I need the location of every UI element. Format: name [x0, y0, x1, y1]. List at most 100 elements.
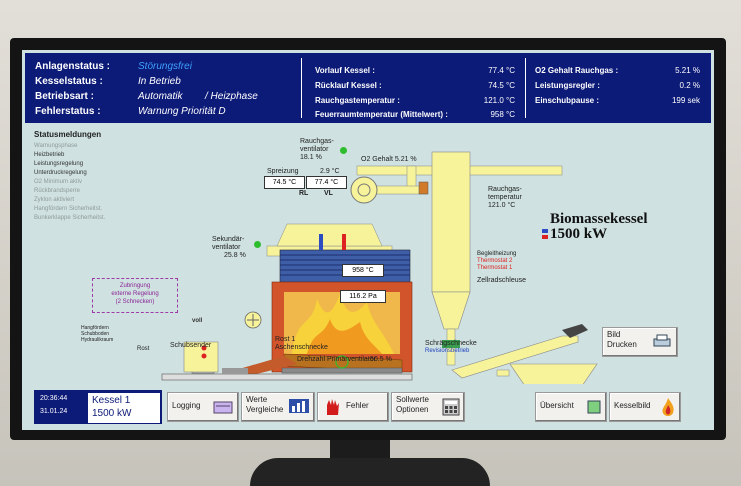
- clock-date: 31.01.24: [40, 408, 68, 415]
- ruecklauf-kessel-label: Rücklauf Kessel :: [315, 81, 382, 90]
- bild-drucken-label-1: Bild: [607, 330, 621, 339]
- vorlauf-kessel-label: Vorlauf Kessel :: [315, 66, 375, 75]
- bild-drucken-label-2: Drucken: [607, 340, 637, 349]
- aschenschnecke: [281, 367, 403, 374]
- fuel-bunker: [183, 341, 219, 373]
- logging-icon: [213, 401, 233, 414]
- rost-small-label: Rost: [137, 346, 150, 352]
- rauchgastemperatur-label: Rauchgastemperatur :: [315, 96, 400, 105]
- anlagenstatus-value: Störungsfrei: [138, 61, 192, 72]
- sollwerte-label-2: Optionen: [396, 405, 429, 414]
- schubsender-rail: [161, 373, 413, 381]
- schubsender-label: Schubsender: [170, 342, 212, 349]
- feuerraumtemperatur-label: Feuerraumtemperatur (Mittelwert) :: [315, 110, 448, 119]
- feuerraum-temp-box: 958 °C: [342, 264, 384, 277]
- kesselstatus-value: In Betrieb: [138, 76, 181, 87]
- status-item: Heizbetrieb: [34, 152, 65, 158]
- rauchgasventilator-label: Rauchgas-: [300, 138, 334, 145]
- biomassekessel-title: Biomassekessel: [550, 211, 648, 227]
- unterdruck-box: 116.2 Pa: [340, 290, 386, 303]
- status-item: Hangfördern Sicherheitst.: [34, 206, 103, 212]
- spreizung-value: 2.9 °C: [320, 168, 340, 175]
- fehler-label: Fehler: [346, 401, 369, 410]
- hmi-screen: Anlagenstatus : Störungsfrei Kesselstatu…: [22, 50, 714, 430]
- hydraulik-label-3: Hydraulikraum: [81, 337, 114, 343]
- flame-icon: [662, 398, 674, 416]
- begleitheizung-label: Begleitheizung: [477, 251, 517, 257]
- sollwerte-optionen-button[interactable]: Sollwerte Optionen: [391, 392, 465, 422]
- bild-drucken-button[interactable]: Bild Drucken: [602, 327, 678, 357]
- statusmeldungen-list: Warnungsphase Heizbetrieb Leistungsregel…: [34, 142, 105, 223]
- betriebsart-value-phase: / Heizphase: [205, 91, 258, 102]
- primary-fan: [335, 355, 349, 369]
- zubringung-box: Zubringung externe Regelung (2 Schnecken…: [92, 278, 178, 313]
- monitor-stand-neck: [330, 440, 390, 462]
- status-item: Zyklon aktiviert: [34, 197, 75, 203]
- o2-gehalt-diagram: O2 Gehalt 5.21 %: [361, 156, 417, 163]
- flue-damper: [418, 181, 429, 195]
- rost1-label: Rost 1: [275, 336, 296, 343]
- kessel-name: Kessel 1: [92, 395, 131, 406]
- drehzahl-value: 50.5 %: [370, 356, 392, 363]
- thermostat-2-label: Thermostat 2: [477, 258, 513, 264]
- rauchgasventilator-value: 18.1 %: [300, 154, 322, 161]
- werte-vergleiche-button[interactable]: Werte Vergleiche: [241, 392, 315, 422]
- printer-icon: [653, 334, 671, 347]
- header-separator: [301, 58, 302, 118]
- feuerraumtemperatur-value: 958 °C: [490, 110, 515, 119]
- vl-label: VL: [324, 190, 333, 197]
- revisionsbetrieb-label: Revisionsbetrieb: [425, 348, 470, 354]
- zellradschleuse: [442, 340, 460, 348]
- hydraulik-label-2: Schubboden: [81, 331, 110, 337]
- zubringung-line-2: externe Regelung: [111, 291, 159, 297]
- schraegschnecke-label: Schrägschnecke: [425, 340, 477, 347]
- rl-label: RL: [299, 190, 309, 197]
- sekundaerventilator-indicator: [254, 241, 261, 248]
- logging-label: Logging: [172, 401, 201, 410]
- status-item: Bunkerklappe Sicherheitst.: [34, 215, 106, 221]
- kessel-info-panel: 20:36:44 31.01.24 Kessel 1 1500 kW: [34, 390, 162, 424]
- thermostat-1-label: Thermostat 1: [477, 265, 513, 271]
- werte-label-1: Werte: [246, 395, 268, 404]
- voll-label: voll: [192, 318, 203, 324]
- kesselbild-button[interactable]: Kesselbild: [609, 392, 681, 422]
- chart-compare-icon: [289, 399, 309, 413]
- vorlauf-kessel-value: 77.4 °C: [488, 66, 515, 75]
- werte-label-2: Vergleiche: [246, 405, 284, 414]
- ruecklauf-pipe: [319, 234, 323, 250]
- zubringung-line-1: Zubringung: [119, 283, 151, 289]
- zellradschleuse-label: Zellradschleuse: [477, 277, 527, 284]
- ruecklauf-temp-box: 74.5 °C: [264, 176, 305, 189]
- status-header: Anlagenstatus : Störungsfrei Kesselstatu…: [25, 53, 711, 123]
- statusmeldungen-title: Statusmeldungen: [34, 130, 102, 139]
- rauchgastemperatur-diagram-label-2: temperatur: [488, 194, 522, 201]
- biomassekessel-power: 1500 kW: [550, 226, 608, 242]
- vorlauf-temp-box: 77.4 °C: [306, 176, 347, 189]
- einschubpause-label: Einschubpause :: [535, 96, 600, 105]
- spreizung-label: Spreizung: [267, 168, 299, 175]
- rauchgastemperatur-diagram-value: 121.0 °C: [488, 202, 516, 209]
- stop-hand-icon: [327, 399, 339, 415]
- sollwerte-optionen-label: Sollwerte Optionen: [396, 395, 429, 415]
- uebersicht-button[interactable]: Übersicht: [535, 392, 607, 422]
- kesselbild-label: Kesselbild: [614, 401, 651, 410]
- drehzahl-label: Drehzahl Primärventilator: [297, 356, 376, 363]
- status-item: O2 Minimum aktiv: [34, 179, 83, 185]
- betriebsart-label: Betriebsart :: [35, 91, 94, 102]
- status-item: Rückbrandsperre: [34, 188, 81, 194]
- sekundaerventilator-value: 25.8 %: [224, 252, 246, 259]
- fehler-button[interactable]: Fehler: [317, 392, 389, 422]
- rauchgasventilator-label-2: ventilator: [300, 146, 329, 153]
- vorlauf-pipe: [342, 234, 346, 250]
- zubringung-line-3: (2 Schnecken): [115, 299, 155, 305]
- fehlerstatus-value: Warnung Priorität D: [138, 106, 226, 117]
- hydraulik-label-1: Hangfördern: [81, 325, 109, 331]
- monitor-stand-foot: [250, 458, 490, 486]
- logging-button[interactable]: Logging: [167, 392, 239, 422]
- uebersicht-label: Übersicht: [540, 401, 574, 410]
- leistungsregler-label: Leistungsregler :: [535, 81, 600, 90]
- status-item: Leistungsregelung: [34, 161, 84, 167]
- sollwerte-label-1: Sollwerte: [396, 395, 429, 404]
- rauchgasventilator-indicator: [340, 147, 347, 154]
- anlagenstatus-label: Anlagenstatus :: [35, 61, 111, 72]
